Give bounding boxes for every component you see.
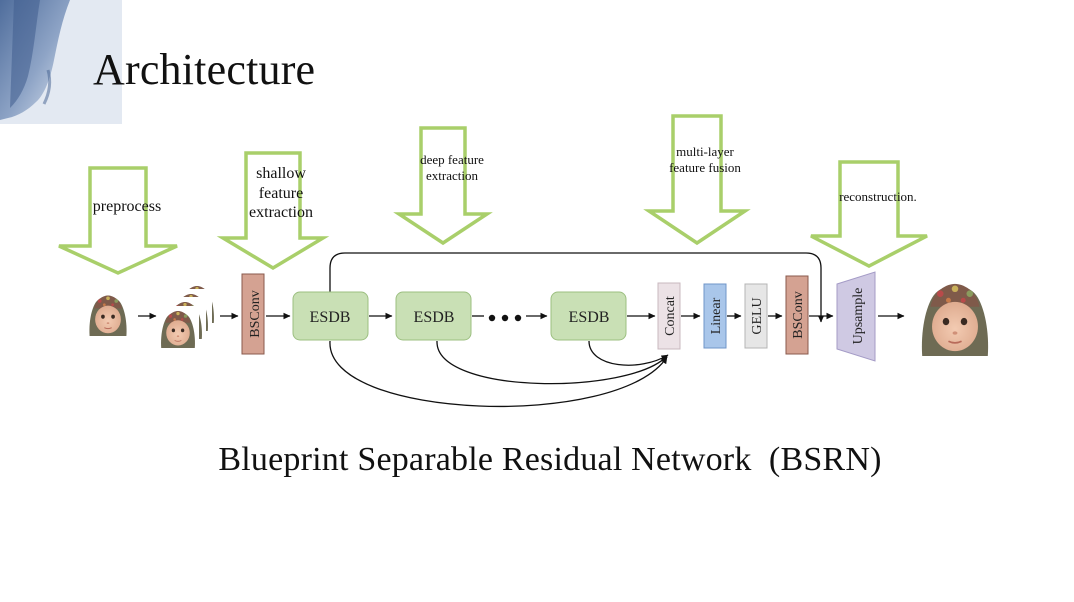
- stage-label-preprocess: preprocess: [92, 198, 162, 215]
- bsconv-block-1-label: BSConv: [248, 290, 263, 337]
- stage-label-reconstruction: reconstruction.: [839, 189, 917, 204]
- gelu-block: [744, 283, 768, 349]
- stage-label-multi-layer-feature-fusion: multi-layer feature fusion: [669, 144, 741, 175]
- esdb1-to-concat-connection: [329, 340, 668, 408]
- stage-label-shallow-feature-extraction: shallow feature extraction: [249, 165, 313, 222]
- ellipsis-dots: [488, 314, 522, 322]
- diagram-caption: Blueprint Separable Residual Network (BS…: [218, 441, 882, 478]
- linear-block: [703, 283, 727, 349]
- linear-block-label: Linear: [709, 297, 724, 334]
- input-low-res-image: [85, 290, 131, 336]
- global-skip-connection: [329, 252, 825, 323]
- gelu-block-label: GELU: [750, 297, 765, 334]
- preprocessed-image-stack: [157, 280, 218, 349]
- bsconv-block-2: [785, 275, 809, 355]
- esdb-block-2: [395, 291, 472, 341]
- deep-stage-arrow: [393, 126, 493, 246]
- corner-watercolor-decoration: [0, 0, 122, 124]
- upsample-block: [836, 271, 876, 362]
- esdb-block-1: [292, 291, 369, 341]
- concat-block: [657, 282, 681, 350]
- preprocess-stage-arrow: [58, 166, 178, 275]
- esdb-block-3-label: ESDB: [569, 309, 610, 326]
- esdb2-to-concat-connection: [436, 340, 668, 385]
- upsample-block-label: Upsample: [851, 288, 866, 345]
- esdb-block-3: [550, 291, 627, 341]
- bsconv-block-2-label: BSConv: [791, 291, 806, 338]
- output-high-res-image: [913, 274, 997, 356]
- slide-title: Architecture: [93, 45, 316, 94]
- bsconv-block-1: [241, 273, 265, 355]
- reconstruction-stage-arrow: [810, 160, 928, 268]
- stage-arrows: [58, 114, 928, 275]
- fusion-stage-arrow: [643, 114, 751, 246]
- concat-block-label: Concat: [663, 296, 678, 336]
- esdb3-to-concat-connection: [588, 340, 669, 366]
- stage-label-deep-feature-extraction: deep feature extraction: [420, 152, 484, 183]
- esdb-block-1-label: ESDB: [310, 309, 351, 326]
- esdb-block-2-label: ESDB: [414, 309, 455, 326]
- shallow-stage-arrow: [216, 151, 330, 271]
